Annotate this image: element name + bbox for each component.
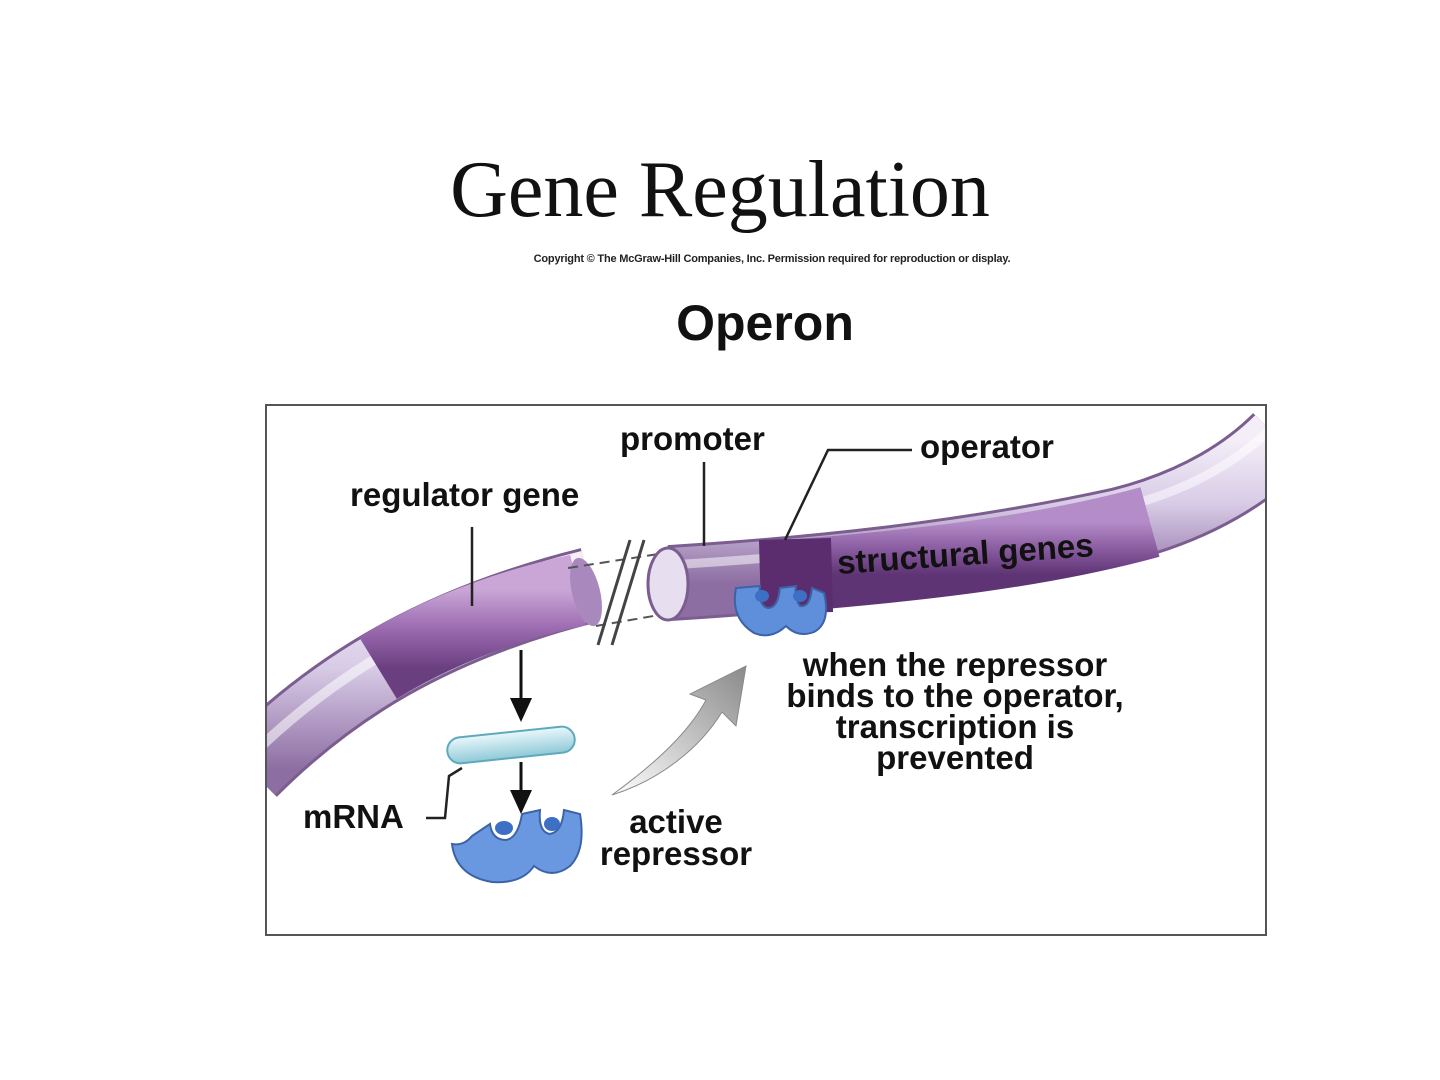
dna-gap-connector: [567, 552, 666, 627]
caption-line-2: binds to the operator,: [786, 677, 1123, 714]
label-repressor: repressor: [600, 835, 752, 872]
translation-arrow: [510, 762, 532, 814]
caption-line-1: when the repressor: [802, 646, 1108, 683]
active-repressor-shape: [450, 808, 583, 884]
mrna-strand: [446, 725, 576, 765]
copyright-notice: Copyright © The McGraw-Hill Companies, I…: [533, 253, 1011, 265]
slide-title: Gene Regulation: [450, 146, 990, 234]
binding-arrow: [611, 665, 747, 796]
label-regulator-gene: regulator gene: [350, 476, 579, 513]
bound-repressor: [733, 584, 827, 637]
label-operator: operator: [920, 428, 1054, 465]
regulator-gene-segment: [359, 554, 586, 699]
caption-line-3: transcription is: [836, 708, 1074, 745]
structural-genes-segment: [797, 487, 1160, 611]
label-active: active: [629, 803, 723, 840]
label-leader-lines: [426, 448, 912, 820]
figure-heading: Operon: [676, 295, 854, 351]
transcription-arrow: [510, 650, 532, 722]
label-promoter: promoter: [620, 420, 765, 457]
promoter-end-cap: [646, 546, 690, 622]
operator-segment: [758, 538, 834, 614]
break-mark: [596, 539, 646, 646]
label-mrna: mRNA: [303, 798, 404, 835]
caption-line-4: prevented: [876, 739, 1034, 776]
caption: when the repressor binds to the operator…: [786, 646, 1123, 776]
